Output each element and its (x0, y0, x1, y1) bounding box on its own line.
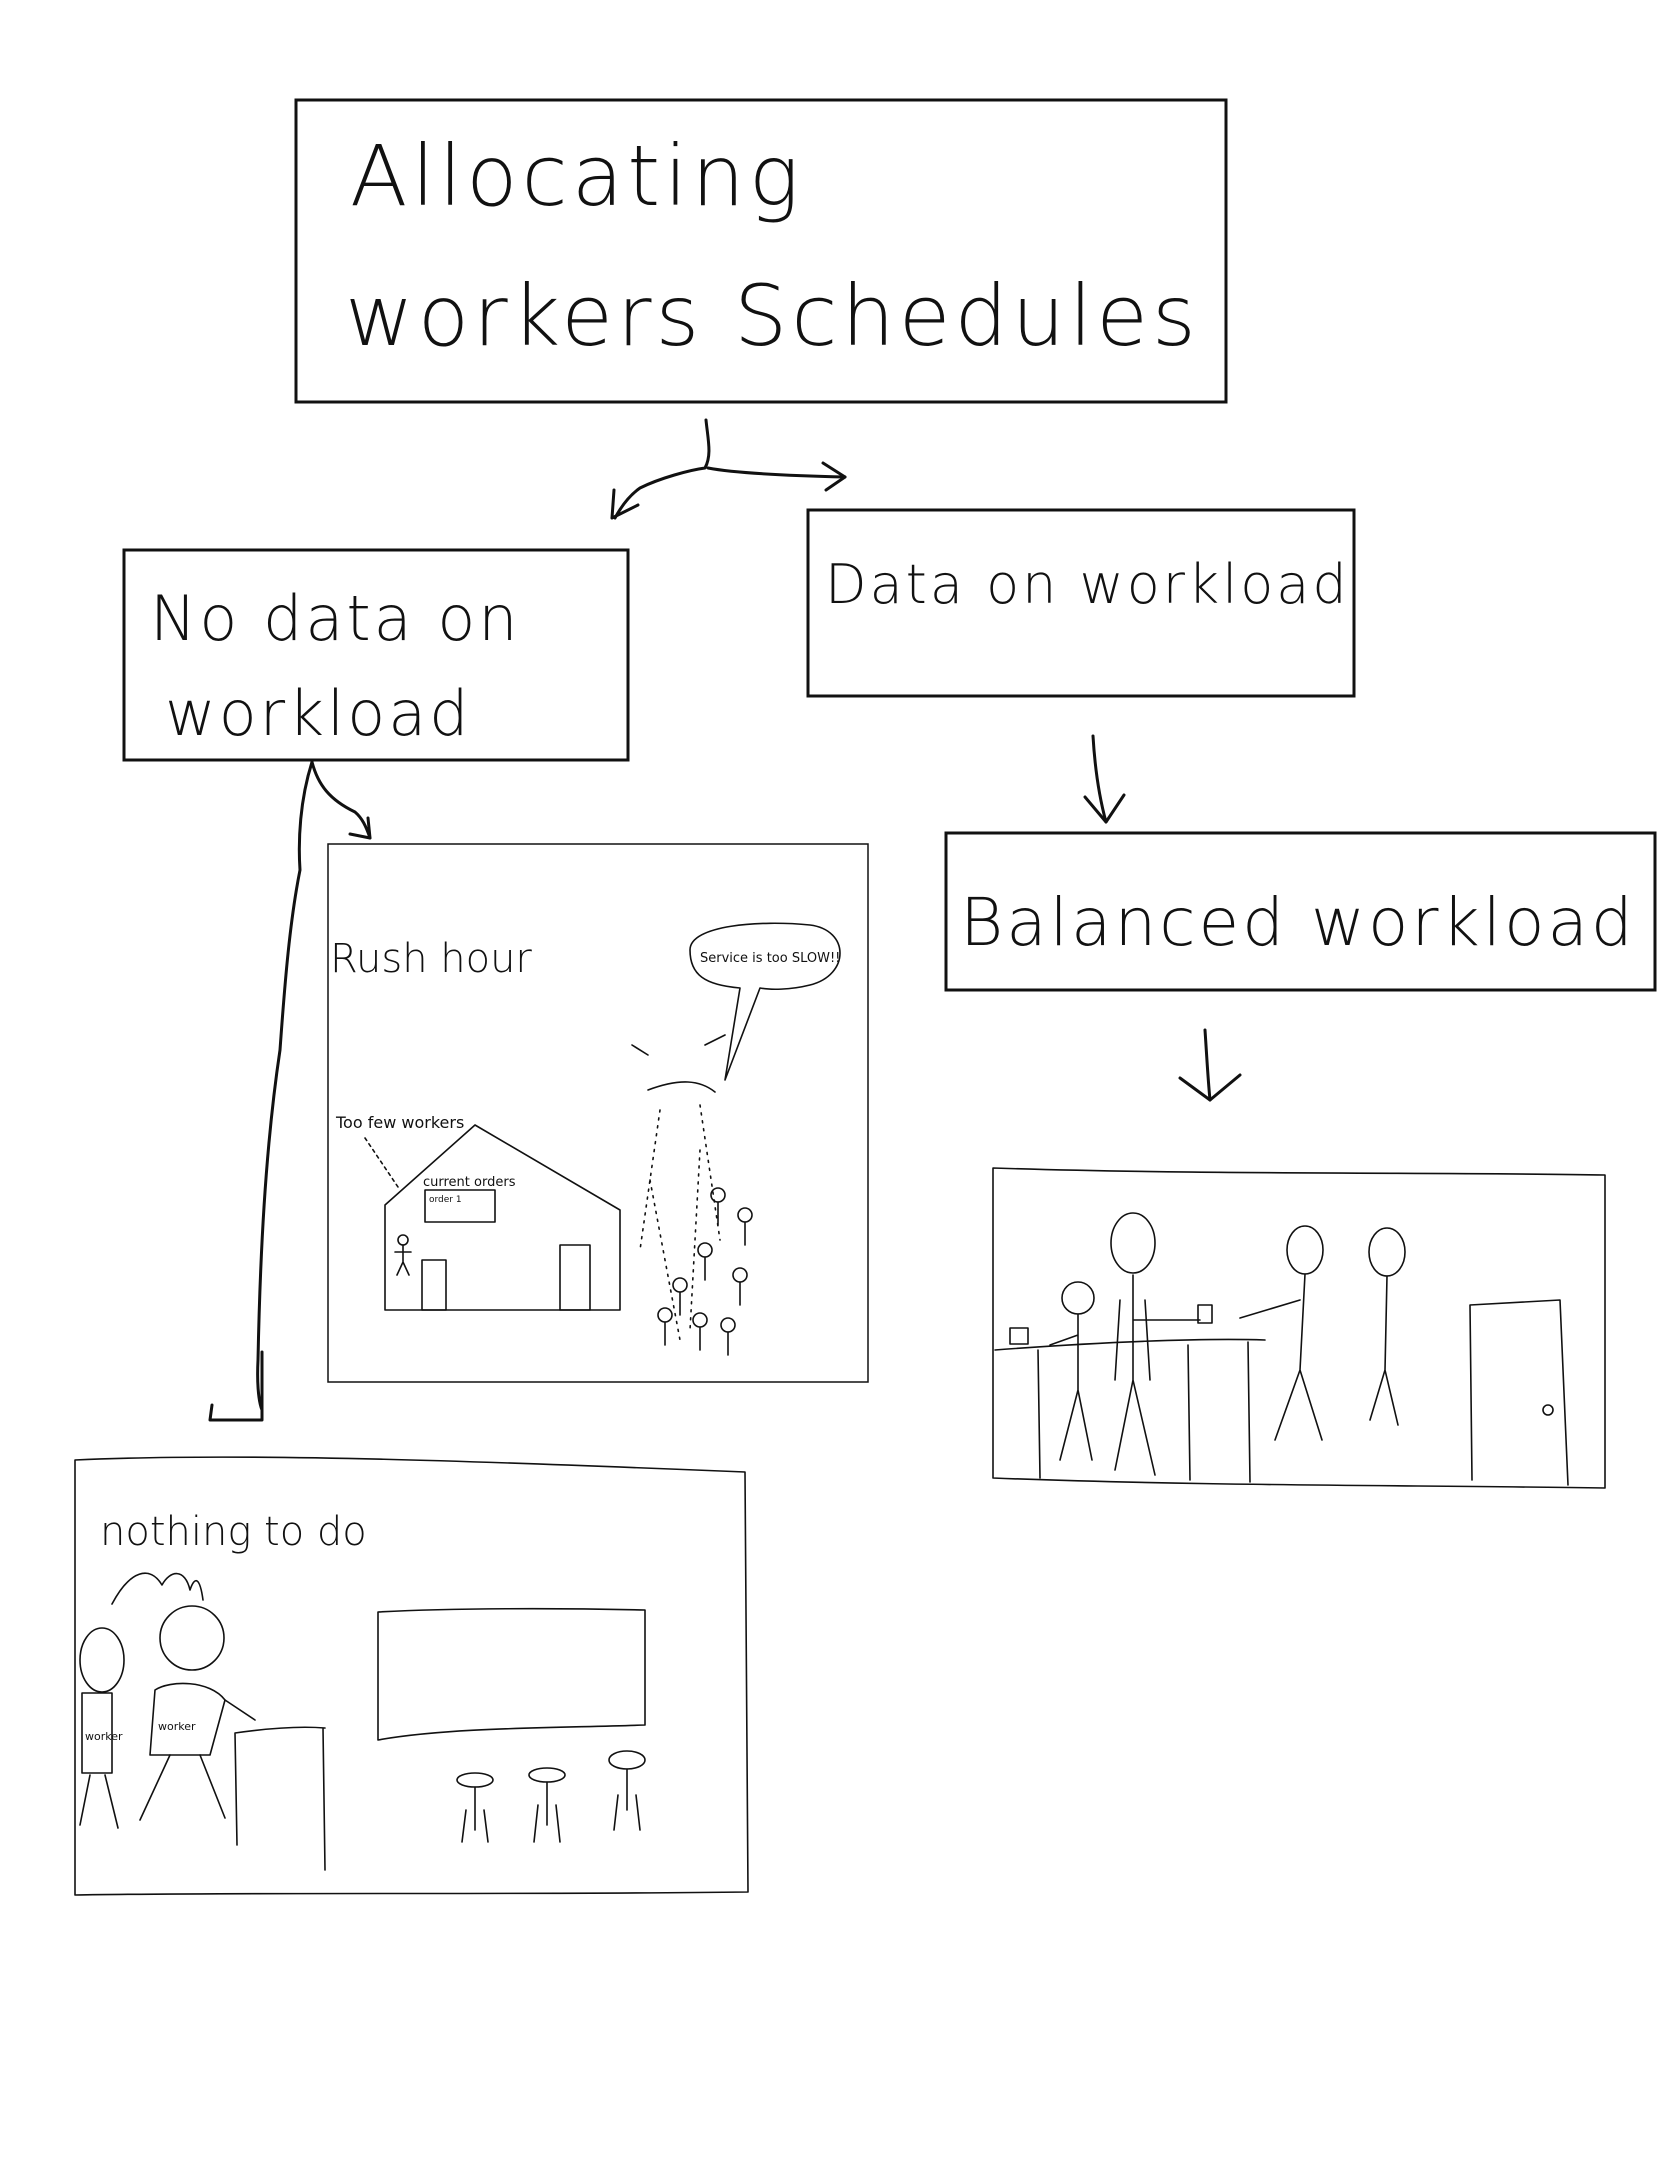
no-data-line1: No data on (150, 582, 521, 655)
to-rush-path (310, 760, 372, 840)
title-line1: Allocating (350, 127, 803, 225)
scene-arrow-shaft (1203, 1028, 1212, 1102)
customer-head-2 (737, 1207, 753, 1223)
title-box (294, 98, 1228, 404)
stool-2-legs (533, 1781, 561, 1843)
split-arrow-right-path (706, 466, 847, 479)
idle-frame (74, 1456, 749, 1896)
stool-1-seat (456, 1772, 494, 1788)
idle-worker1-head (79, 1627, 125, 1693)
balanced-scene-panel (992, 1167, 1606, 1489)
idle-worker1-legs (79, 1774, 119, 1829)
shop-house (384, 1124, 621, 1311)
customer2-head (1368, 1227, 1406, 1277)
data-to-balanced-arrow (1083, 734, 1126, 824)
customer-head-3 (697, 1242, 713, 1258)
door-knob (1542, 1404, 1554, 1416)
speech-text: Service is too SLOW!! (700, 951, 840, 966)
data-arrow-head (1083, 793, 1126, 824)
server2-body (1114, 1274, 1201, 1476)
balanced-scene-frame (992, 1167, 1606, 1489)
split-arrow-right-head (821, 461, 847, 492)
rush-hour-frame (327, 843, 869, 1383)
customer-head-5 (672, 1277, 688, 1293)
balanced-counter (994, 1338, 1266, 1483)
no-data-box (122, 548, 630, 762)
balanced-label: Balanced workload (960, 884, 1636, 961)
idle-wall-board (377, 1607, 646, 1741)
idle-worker2-badge: worker (158, 1720, 196, 1733)
split-arrow-left-path (613, 418, 711, 520)
customer-bodies (664, 1201, 746, 1356)
title-node: Allocating workers Schedules (294, 98, 1228, 404)
no-data-line2: workload (165, 677, 472, 750)
lone-worker-head (397, 1234, 409, 1246)
crowd-hatching (639, 1104, 721, 1341)
customer2-body (1369, 1275, 1399, 1426)
stool-2-seat (528, 1767, 566, 1783)
idle-worker2-apron (149, 1682, 226, 1756)
customer1-head (1286, 1225, 1324, 1275)
left-connectors (208, 760, 372, 1422)
too-few-workers-label: Too few workers (335, 1113, 464, 1132)
rush-hour-panel: Rush hour Too few workers current orders… (327, 843, 869, 1383)
shop-door-left (421, 1259, 447, 1311)
rush-hour-caption: Rush hour (330, 936, 532, 982)
data-node: Data on workload (806, 508, 1356, 698)
idle-worker2-head (159, 1605, 225, 1671)
idle-worker2-body (139, 1699, 256, 1821)
idle-panel: nothing to do worker worker (74, 1456, 749, 1896)
balanced-node: Balanced workload (944, 831, 1657, 992)
title-line2: workers Schedules (345, 267, 1200, 365)
data-arrow-shaft (1091, 734, 1108, 824)
exit-door (1469, 1299, 1569, 1486)
to-idle-head (208, 1350, 264, 1422)
orders-board-row: order 1 (429, 1195, 462, 1205)
customer-head-1 (710, 1187, 726, 1203)
data-box (806, 508, 1356, 698)
too-few-pointer (364, 1137, 401, 1191)
angry-face (631, 1034, 726, 1093)
idle-stools (456, 1750, 646, 1843)
idle-worker1-apron (81, 1692, 113, 1774)
to-idle-path (256, 760, 314, 1412)
balanced-box (944, 831, 1657, 992)
balanced-to-scene-arrow (1178, 1028, 1242, 1102)
split-arrow (610, 418, 847, 520)
lone-worker-body (394, 1244, 412, 1276)
customer-crowd (639, 1104, 753, 1356)
shop-door-right (559, 1244, 591, 1311)
no-data-node: No data on workload (122, 548, 630, 762)
drink-cup (1197, 1304, 1213, 1324)
stool-3-seat (608, 1750, 646, 1770)
server2-head (1110, 1212, 1156, 1274)
orders-board-title: current orders (423, 1175, 516, 1190)
stool-1-legs (461, 1786, 489, 1843)
data-label: Data on workload (825, 553, 1350, 616)
stool-3-legs (613, 1768, 641, 1831)
thought-squiggle (111, 1572, 204, 1605)
orders-board (424, 1189, 496, 1223)
idle-counter (234, 1726, 326, 1871)
scene-arrow-head (1178, 1073, 1242, 1102)
server1-head (1061, 1281, 1095, 1315)
customer1-body (1239, 1273, 1323, 1441)
split-arrow-left-head (610, 488, 640, 520)
speech-bubble (689, 922, 841, 1081)
customer-head-6 (657, 1307, 673, 1323)
server1-body (1049, 1313, 1093, 1461)
idle-caption: nothing to do (100, 1509, 367, 1555)
customer-head-8 (720, 1317, 736, 1333)
idle-worker1-badge: worker (85, 1730, 123, 1743)
customer-head-4 (732, 1267, 748, 1283)
register (1009, 1327, 1029, 1345)
customer-head-7 (692, 1312, 708, 1328)
to-rush-head (348, 816, 372, 840)
